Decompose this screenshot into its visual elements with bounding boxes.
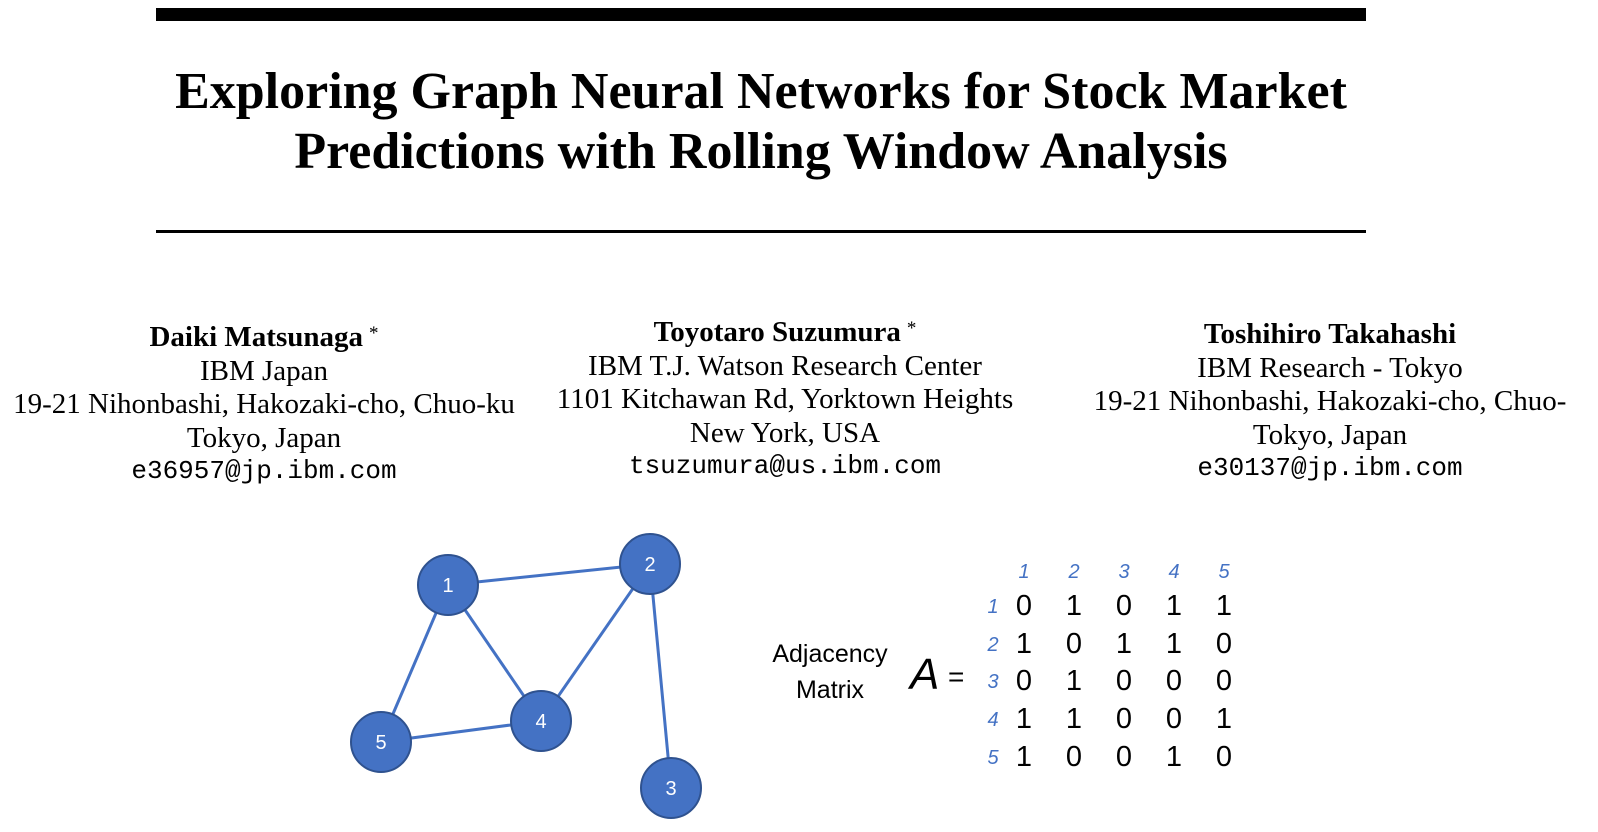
author-email: e36957@jp.ibm.com (131, 456, 397, 486)
matrix-cell-2-5: 0 (1216, 628, 1232, 660)
author-affiliation: IBM Japan (199, 354, 329, 387)
matrix-cell-2-4: 1 (1166, 628, 1182, 660)
matrix-cell-1-1: 0 (1016, 590, 1032, 622)
matrix-cell-3-4: 0 (1166, 665, 1182, 697)
matrix-cell-5-5: 0 (1216, 741, 1232, 773)
matrix-row-indices: 1 2 3 4 5 (986, 596, 999, 769)
author-block-3: Toshihiro Takahashi IBM Research - Tokyo… (1062, 318, 1598, 486)
author-block-2: Toyotaro Suzumura* IBM T.J. Watson Resea… (540, 316, 1030, 484)
graph-node-label-4: 4 (535, 711, 546, 733)
matrix-col-index-4: 4 (1168, 561, 1179, 583)
title-line-2: Predictions with Rolling Window Analysis (294, 123, 1228, 180)
graph-node-3 (640, 757, 702, 819)
graph-node-label-1: 1 (442, 575, 453, 597)
matrix-col-index-3: 3 (1118, 561, 1129, 583)
matrix-row-index-2: 2 (986, 634, 998, 656)
graph-node-label-3: 3 (665, 778, 676, 800)
adjacency-matrix-cells: 0 1 0 1 1 1 0 1 1 0 0 1 0 0 0 1 1 0 0 1 1 0 0 1 0 (1016, 590, 1232, 773)
graph-node-4 (510, 690, 572, 752)
top-rule (156, 8, 1366, 21)
graph-edge-2-3 (648, 563, 673, 789)
matrix-symbol: A (907, 650, 939, 699)
graph-node-label-5: 5 (375, 732, 386, 754)
equal-contribution-mark: * (906, 318, 917, 339)
matrix-cell-2-1: 1 (1016, 628, 1032, 660)
matrix-row-index-5: 5 (987, 747, 999, 769)
author-block-1: Daiki Matsunaga * IBM Japan 19-21 Nihonba… (0, 321, 528, 489)
matrix-cell-4-5: 1 (1216, 703, 1232, 735)
matrix-cell-1-4: 1 (1166, 590, 1182, 622)
matrix-row-index-3: 3 (987, 671, 998, 693)
matrix-col-index-5: 5 (1218, 561, 1230, 583)
matrix-row-index-1: 1 (987, 596, 998, 618)
matrix-cell-4-3: 0 (1116, 703, 1132, 735)
matrix-caption-line-2: Matrix (796, 676, 865, 704)
matrix-cell-1-3: 0 (1116, 590, 1132, 622)
author-city: New York, USA (689, 416, 881, 449)
paper-title: Exploring Graph Neural Networks for Stoc… (156, 62, 1366, 182)
matrix-caption-line-1: Adjacency (772, 640, 888, 668)
matrix-cell-5-2: 0 (1066, 741, 1082, 773)
matrix-col-index-2: 2 (1067, 561, 1079, 583)
author-email: e30137@jp.ibm.com (1197, 453, 1463, 483)
matrix-cell-4-4: 0 (1166, 703, 1182, 735)
author-address: 19-21 Nihonbashi, Hakozaki-cho, Chuo-ku (13, 388, 515, 420)
author-affiliation: IBM Research - Tokyo (1197, 351, 1463, 384)
matrix-cell-3-1: 0 (1016, 665, 1032, 697)
title-line-1: Exploring Graph Neural Networks for Stoc… (175, 63, 1347, 120)
matrix-cell-4-2: 1 (1066, 703, 1082, 735)
matrix-cell-5-3: 0 (1116, 741, 1132, 773)
matrix-cell-2-2: 0 (1066, 628, 1082, 660)
matrix-cell-3-5: 0 (1216, 665, 1232, 697)
matrix-cell-4-1: 1 (1016, 703, 1032, 735)
author-name: Toyotaro Suzumura (653, 316, 901, 348)
matrix-cell-5-1: 1 (1016, 741, 1032, 773)
graph-node-2 (619, 533, 681, 595)
matrix-equals-sign: = (948, 661, 964, 692)
graph-node-1 (417, 554, 479, 616)
matrix-cell-5-4: 1 (1166, 741, 1182, 773)
author-address: 19-21 Nihonbashi, Hakozaki-cho, Chuo- (1093, 385, 1567, 417)
author-email: tsuzumura@us.ibm.com (628, 451, 942, 481)
graph-nodes: 1 2 3 4 5 (350, 533, 702, 819)
matrix-cell-2-3: 1 (1116, 628, 1132, 660)
author-address: 1101 Kitchawan Rd, Yorktown Heights (556, 383, 1014, 415)
matrix-row-index-4: 4 (987, 709, 998, 731)
graph-node-5 (350, 711, 412, 773)
matrix-cell-3-2: 1 (1066, 665, 1082, 697)
matrix-column-indices: 1 2 3 4 5 (1018, 561, 1230, 583)
graph-edge-1-2 (447, 562, 651, 587)
author-name: Daiki Matsunaga (149, 321, 363, 353)
matrix-cell-1-5: 1 (1216, 590, 1232, 622)
author-city: Tokyo, Japan (1252, 418, 1408, 451)
author-city: Tokyo, Japan (186, 421, 342, 454)
matrix-cell-3-3: 0 (1116, 665, 1132, 697)
title-bottom-rule (156, 230, 1366, 233)
equal-contribution-mark: * (369, 323, 379, 344)
author-name: Toshihiro Takahashi (1203, 318, 1457, 350)
matrix-cell-1-2: 1 (1066, 590, 1082, 622)
graph-edge-2-4 (539, 563, 652, 722)
graph-node-label-2: 2 (644, 554, 655, 576)
author-affiliation: IBM T.J. Watson Research Center (588, 349, 982, 382)
matrix-col-index-1: 1 (1018, 561, 1029, 583)
